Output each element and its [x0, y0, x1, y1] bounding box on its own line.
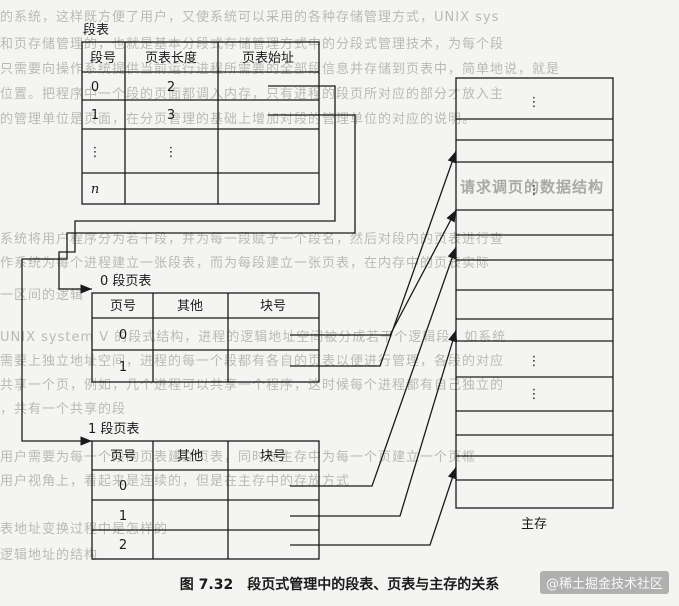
memory-ellipsis: ⋮ [528, 183, 541, 198]
segment-table-header: 页表始址 [242, 51, 294, 66]
background-line: 位置。把程序中一个段的页面都调入内存，只有进程的段页所对应的部分才放入主 [0, 87, 505, 102]
background-line: 逻辑地址的结构 [0, 548, 99, 563]
memory-ellipsis: ⋮ [528, 387, 541, 402]
background-line: 只需要向操作系统提供当前运行进程所需要的全部段信息并存储到页表中，简单地说，就是 [0, 62, 561, 77]
page-table-1-header: 其他 [177, 449, 203, 464]
figure-caption: 图 7.32 段页式管理中的段表、页表与主存的关系 [179, 577, 500, 593]
connector-seg1-to-pt1 [21, 114, 356, 446]
connector-pt1-row2 [290, 466, 457, 546]
segment-table-cell: 2 [167, 80, 175, 95]
page-table-0-cell: 1 [119, 360, 127, 375]
segment-table-cell: 0 [91, 80, 99, 95]
page-table-0-header: 其他 [177, 299, 203, 314]
page-table-1: 1 段页表 页号 其他 块号 0 1 2 [88, 422, 320, 560]
background-line: 作系统为每个进程建立一张段表，而为每段建立一张页表，在内存中的页表实际 [0, 256, 491, 271]
main-memory: ⋮ ⋮ ⋮ ⋮ 主存 [455, 77, 614, 532]
segment-table-header: 段号 [90, 51, 116, 66]
page-table-1-cell: 0 [119, 479, 127, 494]
connector-pt0-row1 [290, 150, 457, 367]
segment-table-title: 段表 [83, 23, 109, 38]
page-table-0-cell: 0 [119, 328, 127, 343]
segment-table: 段表 段号 页表长度 页表始址 0 2 1 3 ⋮ ⋮ n [81, 23, 320, 205]
page-table-0: 0 段页表 页号 其他 块号 0 1 [91, 274, 320, 383]
background-line: 用户视角上，看起来是连续的，但是在主存中的存放方式 [0, 474, 351, 489]
main-memory-label: 主存 [521, 517, 547, 532]
background-line: 请求调页的数据结构 [460, 178, 605, 196]
watermark: @稀土掘金技术社区 [539, 571, 669, 594]
background-line: 系统将用户程序分为若干段，并为每一段赋予一个段名，然后对段内的页表进行查 [0, 232, 505, 247]
page-table-0-title: 0 段页表 [100, 274, 151, 289]
background-line: 和页存储管理的，也就是基本分段式存储管理方式中的分段式管理技术，为每个段 [0, 37, 505, 52]
background-line: 一区间的逻辑 [0, 288, 85, 303]
segment-table-cell: n [91, 182, 99, 197]
page-table-1-cell: 1 [119, 509, 127, 524]
background-line: 的管理单位是页面，在分页管理的基础上增加对段的管理单位的对应的说明。 [0, 112, 477, 127]
background-line: 用户需要为每一个段的页表建立页表，同时在主存中为每一个页建立一个页框 [0, 450, 477, 465]
page-table-1-cell: 2 [119, 538, 127, 553]
background-line: 需要上独立地址空间，进程的每一个段都有各自的页表以便进行管理，各段的对应 [0, 354, 505, 369]
connector-pt1-row1 [290, 329, 458, 517]
connector-seg0-to-pt0 [58, 85, 336, 294]
page-table-0-header: 页号 [110, 299, 136, 314]
background-line: UNIX system V 的段式结构，进程的逻辑地址空间被分成若干个逻辑段，如… [0, 330, 507, 345]
connector-pt0-row0 [290, 209, 457, 336]
segment-table-cell: ⋮ [89, 145, 102, 160]
segment-table-cell: 3 [167, 108, 175, 123]
segment-table-cell: 1 [91, 108, 99, 123]
background-line: 的系统，这样既方便了用户，又使系统可以采用的各种存储管理方式，UNIX sys [0, 10, 500, 25]
page-table-0-header: 块号 [260, 299, 286, 314]
segment-table-cell: ⋮ [165, 145, 178, 160]
memory-ellipsis: ⋮ [528, 354, 541, 369]
page-table-1-title: 1 段页表 [88, 422, 139, 437]
background-line: ，共有一个共享的段 [0, 402, 127, 417]
page-table-1-header: 页号 [110, 449, 136, 464]
connector-pt1-row0 [290, 246, 457, 487]
page-table-1-header: 块号 [260, 449, 286, 464]
memory-ellipsis: ⋮ [528, 95, 541, 110]
segment-table-header: 页表长度 [145, 50, 197, 66]
background-line: 表地址变换过程中是怎样的 [0, 522, 169, 537]
